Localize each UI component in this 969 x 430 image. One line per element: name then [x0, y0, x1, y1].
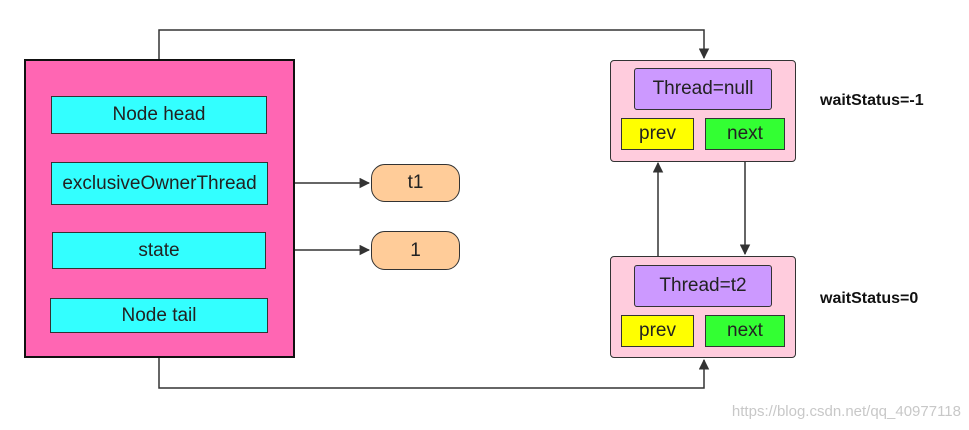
head-node-next: next	[705, 118, 785, 150]
tail-node-next: next	[705, 315, 785, 347]
head-node-prev: prev	[621, 118, 694, 150]
field-node-head: Node head	[51, 96, 267, 134]
state-value: 1	[371, 231, 460, 270]
field-state: state	[52, 232, 266, 269]
head-node-thread: Thread=null	[634, 68, 772, 110]
owner-value-t1: t1	[371, 164, 460, 202]
field-node-tail: Node tail	[50, 298, 268, 333]
tail-pointer-arrow	[158, 333, 710, 389]
watermark: https://blog.csdn.net/qq_40977118	[731, 402, 961, 420]
tail-node-thread: Thread=t2	[634, 265, 772, 307]
tail-node-prev: prev	[621, 315, 694, 347]
field-exclusive-owner-thread: exclusiveOwnerThread	[51, 162, 268, 205]
tail-node-wait-status: waitStatus=0	[820, 290, 919, 307]
head-node-wait-status: waitStatus=-1	[820, 92, 924, 109]
